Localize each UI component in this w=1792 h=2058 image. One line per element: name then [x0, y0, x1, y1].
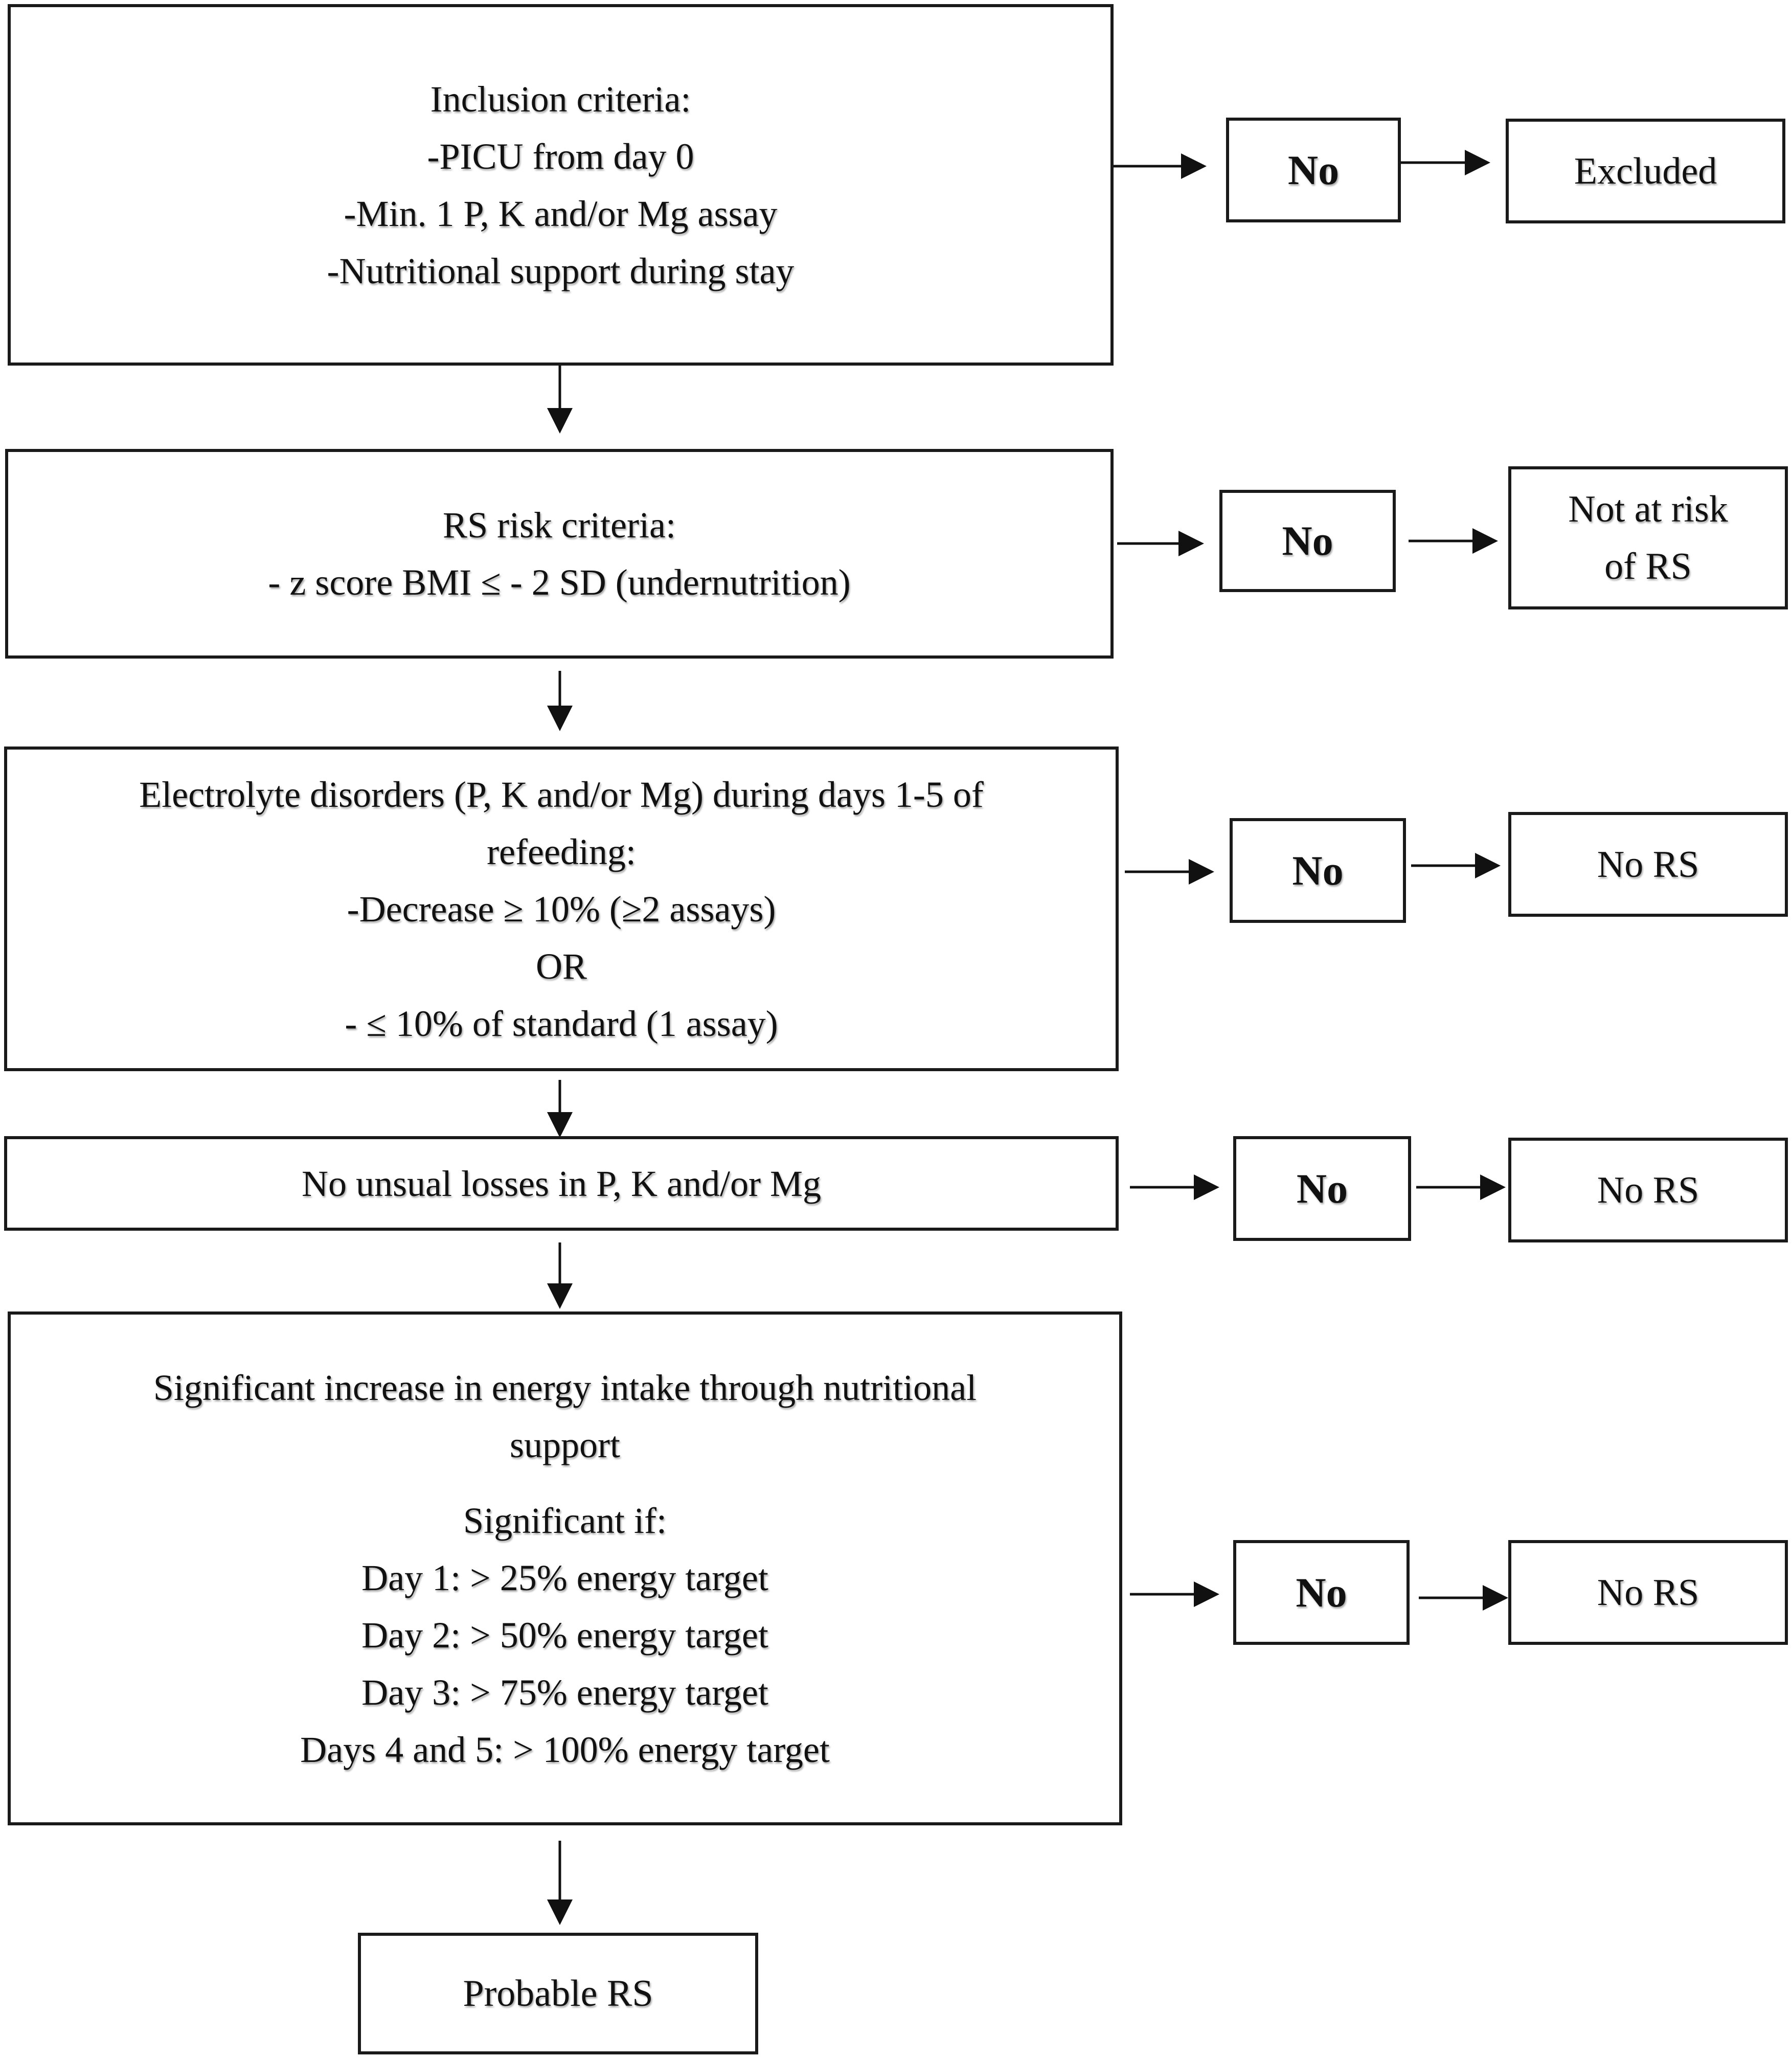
electrolyte-title-cont: refeeding: — [487, 831, 636, 872]
no-label-5: No — [1296, 1569, 1347, 1616]
inclusion-criteria-box: Inclusion criteria: -PICU from day 0 -Mi… — [8, 4, 1114, 366]
electrolyte-disorders-box: Electrolyte disorders (P, K and/or Mg) d… — [4, 747, 1119, 1071]
energy-line-3: Day 3: > 75% energy target — [361, 1671, 768, 1713]
unusual-losses-box: No unsual losses in P, K and/or Mg — [4, 1136, 1119, 1231]
excluded-box: Excluded — [1506, 119, 1785, 223]
energy-subtitle: Significant if: — [463, 1500, 667, 1541]
energy-title: Significant increase in energy intake th… — [153, 1367, 977, 1408]
no-box-4: No — [1233, 1136, 1411, 1241]
not-at-risk-line-1: Not at risk — [1568, 488, 1728, 530]
no-label-1: No — [1287, 146, 1340, 193]
no-label-2: No — [1282, 517, 1333, 564]
no-rs-box-3: No RS — [1508, 1540, 1788, 1645]
no-box-1: No — [1226, 118, 1401, 222]
not-at-risk-line-2: of RS — [1604, 546, 1692, 587]
energy-intake-box: Significant increase in energy intake th… — [8, 1311, 1122, 1825]
inclusion-line-2: -Min. 1 P, K and/or Mg assay — [344, 193, 778, 234]
no-box-5: No — [1233, 1540, 1410, 1645]
no-label-3: No — [1292, 847, 1344, 894]
inclusion-title: Inclusion criteria: — [430, 78, 691, 120]
probable-rs-box: Probable RS — [358, 1933, 758, 2054]
energy-line-2: Day 2: > 50% energy target — [361, 1614, 768, 1656]
electrolyte-line-2: OR — [535, 945, 587, 987]
no-rs-text-3: No RS — [1597, 1571, 1699, 1614]
excluded-text: Excluded — [1574, 150, 1717, 192]
risk-line-1: - z score BMI ≤ - 2 SD (undernutrition) — [268, 562, 851, 603]
inclusion-line-1: -PICU from day 0 — [427, 135, 694, 177]
no-rs-text-2: No RS — [1597, 1169, 1699, 1211]
inclusion-line-3: -Nutritional support during stay — [327, 250, 795, 291]
losses-text: No unsual losses in P, K and/or Mg — [301, 1163, 821, 1204]
risk-title: RS risk criteria: — [443, 505, 676, 546]
energy-title-cont: support — [510, 1424, 620, 1465]
energy-line-4: Days 4 and 5: > 100% energy target — [300, 1729, 830, 1770]
final-text: Probable RS — [463, 1973, 653, 2015]
risk-criteria-box: RS risk criteria: - z score BMI ≤ - 2 SD… — [5, 449, 1114, 659]
electrolyte-title: Electrolyte disorders (P, K and/or Mg) d… — [139, 774, 984, 815]
no-rs-text-1: No RS — [1597, 843, 1699, 886]
no-box-3: No — [1230, 818, 1406, 923]
energy-line-1: Day 1: > 25% energy target — [361, 1557, 768, 1598]
no-box-2: No — [1219, 490, 1396, 592]
electrolyte-line-3: - ≤ 10% of standard (1 assay) — [345, 1003, 778, 1044]
no-label-4: No — [1296, 1165, 1348, 1212]
electrolyte-line-1: -Decrease ≥ 10% (≥2 assays) — [347, 888, 776, 930]
not-at-risk-box: Not at risk of RS — [1508, 466, 1788, 609]
no-rs-box-2: No RS — [1508, 1138, 1788, 1242]
no-rs-box-1: No RS — [1508, 812, 1788, 917]
